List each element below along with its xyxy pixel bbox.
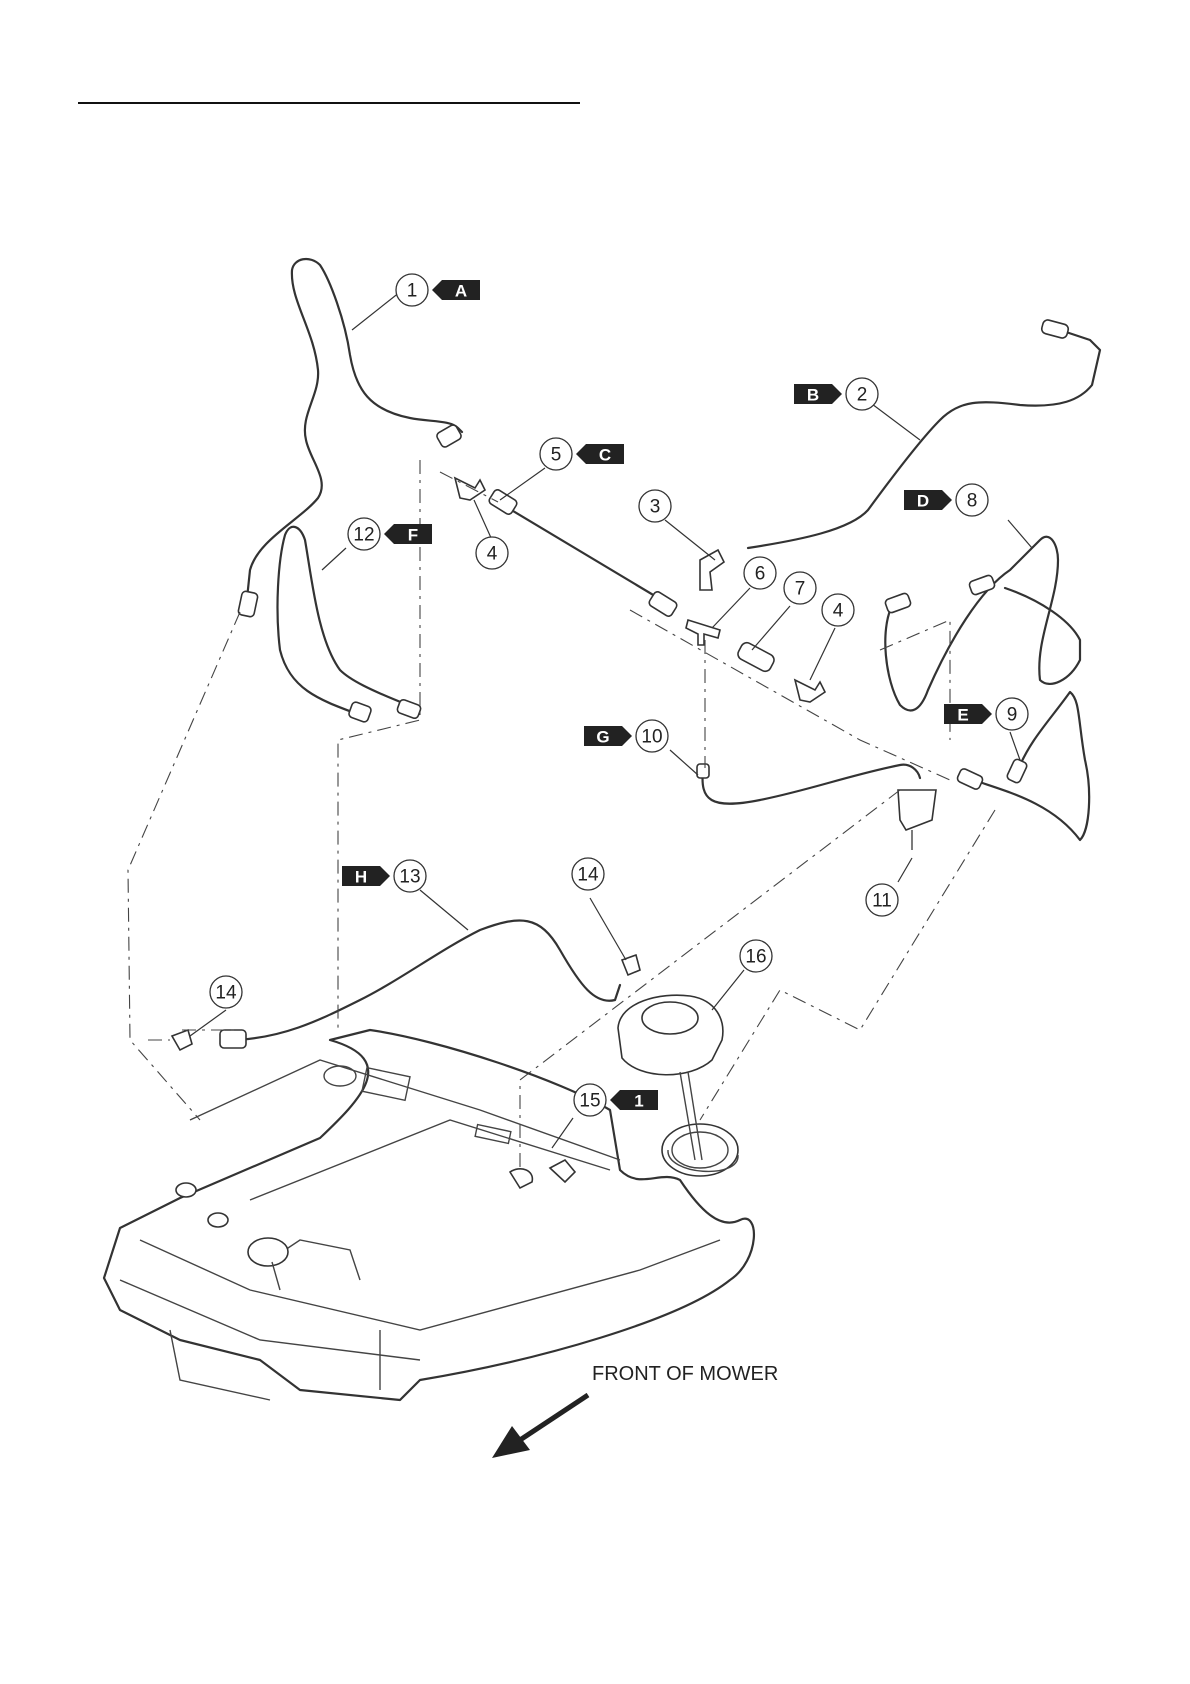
callout-number: 4	[833, 601, 844, 622]
callout-9: 9E	[944, 698, 1028, 730]
callout-tag-letter: B	[807, 386, 819, 405]
callout-13: 13 H	[342, 860, 426, 892]
callout-10: 10 G	[584, 720, 668, 752]
callout-16: 16	[740, 940, 772, 972]
callout-14: 14	[210, 976, 242, 1008]
callout-8: 8D	[904, 484, 988, 516]
callout-number: 5	[551, 445, 562, 466]
callout-number: 14	[215, 983, 237, 1004]
fuel-line-10	[697, 764, 920, 804]
callout-tag-letter: D	[917, 492, 929, 511]
fitting-4-tee-lower	[795, 680, 825, 702]
callout-number: 4	[487, 544, 498, 565]
callout-number: 9	[1007, 705, 1018, 726]
callout-tag-letter: F	[408, 526, 418, 545]
callout-tag-letter: E	[957, 706, 968, 725]
callout-tag-letter: A	[455, 282, 467, 301]
fitting-3-elbow	[700, 550, 724, 590]
callout-4: 4	[822, 594, 854, 626]
callout-11: 11	[866, 884, 898, 916]
fuel-filter-11	[898, 790, 936, 850]
callout-7: 7	[784, 572, 816, 604]
clamp-14-left	[172, 1030, 192, 1050]
callout-number: 7	[795, 579, 806, 600]
callout-14: 14	[572, 858, 604, 890]
assembly-lines	[128, 460, 995, 1170]
fitting-4-tee-upper	[455, 478, 485, 500]
fuel-line-1	[238, 259, 463, 617]
callout-tag-letter: H	[355, 868, 367, 887]
callout-tag-letter: 1	[634, 1092, 643, 1111]
fuel-line-2	[748, 319, 1100, 548]
callout-number: 8	[967, 491, 978, 512]
callout-number: 13	[399, 867, 420, 888]
callout-tag-letter: G	[596, 728, 609, 747]
fuel-tank	[104, 1030, 754, 1400]
front-arrow-icon	[492, 1426, 530, 1458]
callout-number: 6	[755, 564, 766, 585]
callout-4: 4	[476, 537, 508, 569]
callout-tag-letter: C	[599, 446, 611, 465]
front-arrow-shaft	[520, 1395, 588, 1440]
front-label: FRONT OF MOWER	[592, 1363, 778, 1385]
fuel-line-13	[220, 920, 620, 1048]
callout-number: 2	[857, 385, 868, 406]
callout-12: 12 F	[348, 518, 432, 550]
callout-3: 3	[639, 490, 671, 522]
callout-number: 12	[353, 525, 374, 546]
fitting-6-cross	[686, 620, 720, 645]
callout-number: 10	[641, 727, 662, 748]
callout-2: 2B	[794, 378, 878, 410]
callout-15: 15 1	[574, 1084, 658, 1116]
front-direction: FRONT OF MOWER	[492, 1363, 778, 1458]
callout-number: 11	[872, 891, 892, 912]
callout-number: 15	[579, 1091, 600, 1112]
callout-number: 16	[745, 947, 766, 968]
fuel-line-12	[278, 527, 422, 723]
callout-number: 1	[407, 281, 418, 302]
callout-number: 3	[650, 497, 661, 518]
callout-6: 6	[744, 557, 776, 589]
fuel-line-8	[884, 537, 1080, 711]
callout-number: 14	[577, 865, 599, 886]
